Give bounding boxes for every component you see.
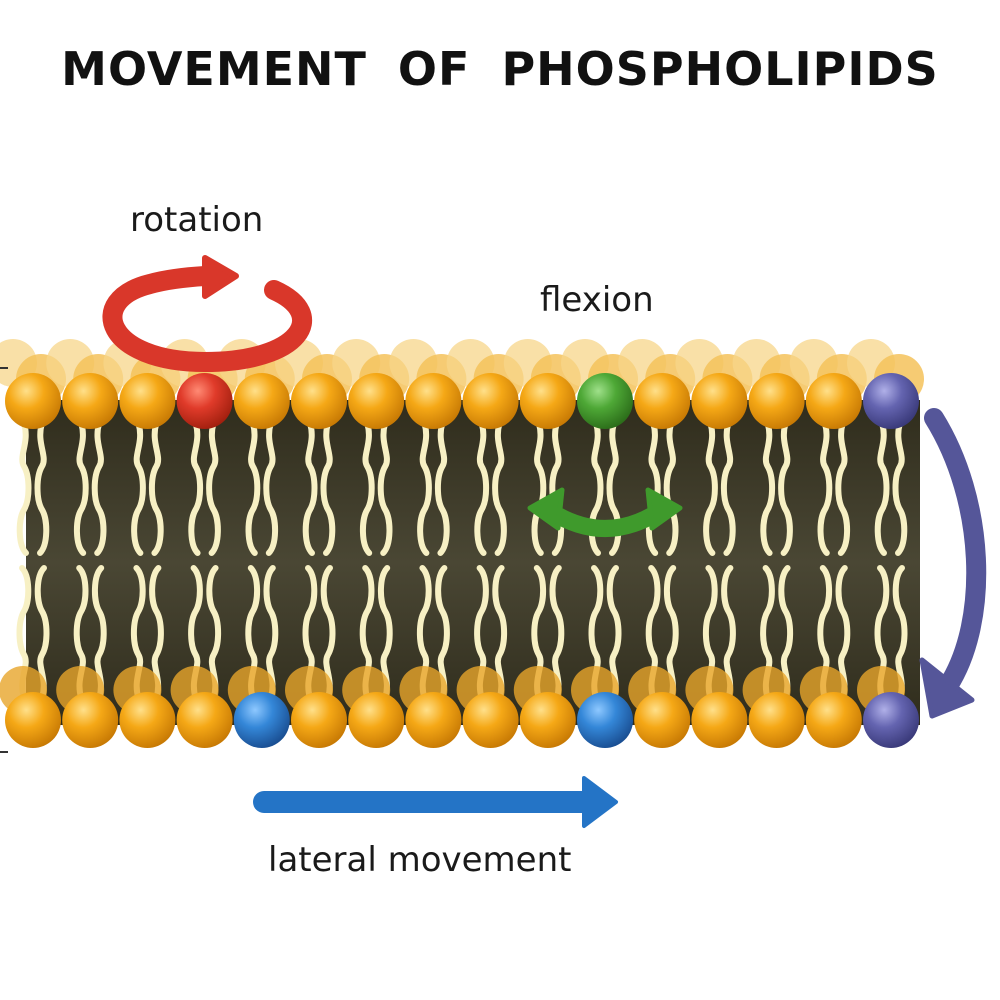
lipid-tail (16, 420, 32, 556)
lipid-tail (760, 420, 776, 556)
lipid-tail (892, 420, 908, 556)
rotation-label: rotation (130, 200, 264, 240)
phospholipid-head-rotation (176, 373, 233, 429)
phospholipid-head (805, 373, 862, 429)
lipid-tail (91, 565, 107, 701)
lipid-tail (645, 420, 661, 556)
lipid-tail (359, 420, 375, 556)
phospholipid-head (233, 373, 290, 429)
lipid-tail (206, 420, 221, 556)
lipid-tail (131, 420, 146, 556)
lipid-tail (149, 565, 164, 701)
lateral-arrow-icon (253, 776, 618, 828)
lipid-tail (835, 420, 851, 556)
lipid-tail (263, 565, 279, 701)
lipid-tail (188, 420, 204, 556)
diagram-title: MOVEMENT OF PHOSPHOLIPIDS (61, 42, 939, 96)
lipid-tail (663, 565, 679, 701)
phospholipid-head (291, 373, 347, 429)
lipid-tail (263, 420, 279, 556)
lipid-tail (835, 565, 851, 701)
lipid-tail (892, 565, 908, 701)
lipid-tail (73, 420, 89, 556)
lipid-tail (320, 420, 336, 556)
phospholipid-head (119, 373, 176, 429)
phospholipid-head-lateral (233, 692, 290, 748)
phospholipid-head (805, 692, 862, 748)
phospholipid-head (348, 692, 405, 748)
phospholipid-head (519, 373, 576, 429)
lipid-tail (663, 420, 679, 556)
flexion-arrow-icon (527, 487, 683, 537)
lipid-tail (874, 420, 890, 556)
lipid-tail (245, 420, 261, 556)
lipid-tail (206, 565, 222, 701)
lipid-tail (531, 420, 547, 556)
lateral-movement-label: lateral movement (268, 840, 572, 880)
lipid-tail (434, 420, 450, 556)
lipid-tail (549, 565, 565, 701)
phospholipid-head (748, 373, 805, 429)
lipid-tail (606, 565, 622, 701)
lipid-tail (703, 420, 718, 556)
lipid-tail (549, 420, 565, 556)
lipid-tail (817, 420, 833, 556)
lipid-tail (34, 420, 50, 556)
phospholipid-head (405, 692, 462, 748)
phospholipid-head (748, 692, 805, 748)
flip-flop-arrow-icon (919, 408, 987, 719)
phospholipid-head (291, 692, 347, 748)
lipid-tail (721, 565, 736, 701)
lipid-tail (320, 565, 336, 701)
phospholipid-head (462, 373, 519, 429)
phospholipid-head-flip_flop (863, 692, 919, 748)
phospholipid-head (519, 692, 576, 748)
flexion-label: flexion (540, 280, 654, 320)
phospholipid-head (634, 373, 691, 429)
lipid-tail (417, 420, 432, 556)
phospholipid-head (176, 692, 233, 748)
phospholipid-head (691, 373, 748, 429)
phospholipid-head-flexion (577, 373, 633, 429)
phospholipid-head (691, 692, 748, 748)
lipid-tail (720, 420, 736, 556)
phospholipid-head (119, 692, 176, 748)
lipid-tail (435, 565, 450, 701)
lipid-tail (377, 420, 393, 556)
lipid-tail (474, 420, 490, 556)
phospholipid-head-flip_flop (863, 373, 919, 429)
lipid-tail (302, 420, 318, 556)
front-row-heads (5, 373, 919, 748)
lipid-tail (492, 420, 507, 556)
lipid-tail (778, 565, 794, 701)
phospholipid-head (62, 373, 119, 429)
lipid-tail (34, 565, 50, 701)
phospholipid-head (5, 692, 61, 748)
phospholipid-head (405, 373, 462, 429)
lipid-tail (148, 420, 164, 556)
rotation-arrow-icon (102, 255, 313, 373)
lipid-tail (778, 420, 793, 556)
lipid-tail (91, 420, 107, 556)
phospholipid-head (634, 692, 691, 748)
phospholipid-head (462, 692, 519, 748)
lipid-tail (377, 565, 393, 701)
phospholipid-head (348, 373, 405, 429)
lipid-tail (492, 565, 508, 701)
phospholipid-head (62, 692, 119, 748)
phospholipid-head (5, 373, 61, 429)
phospholipid-head-lateral (577, 692, 633, 748)
